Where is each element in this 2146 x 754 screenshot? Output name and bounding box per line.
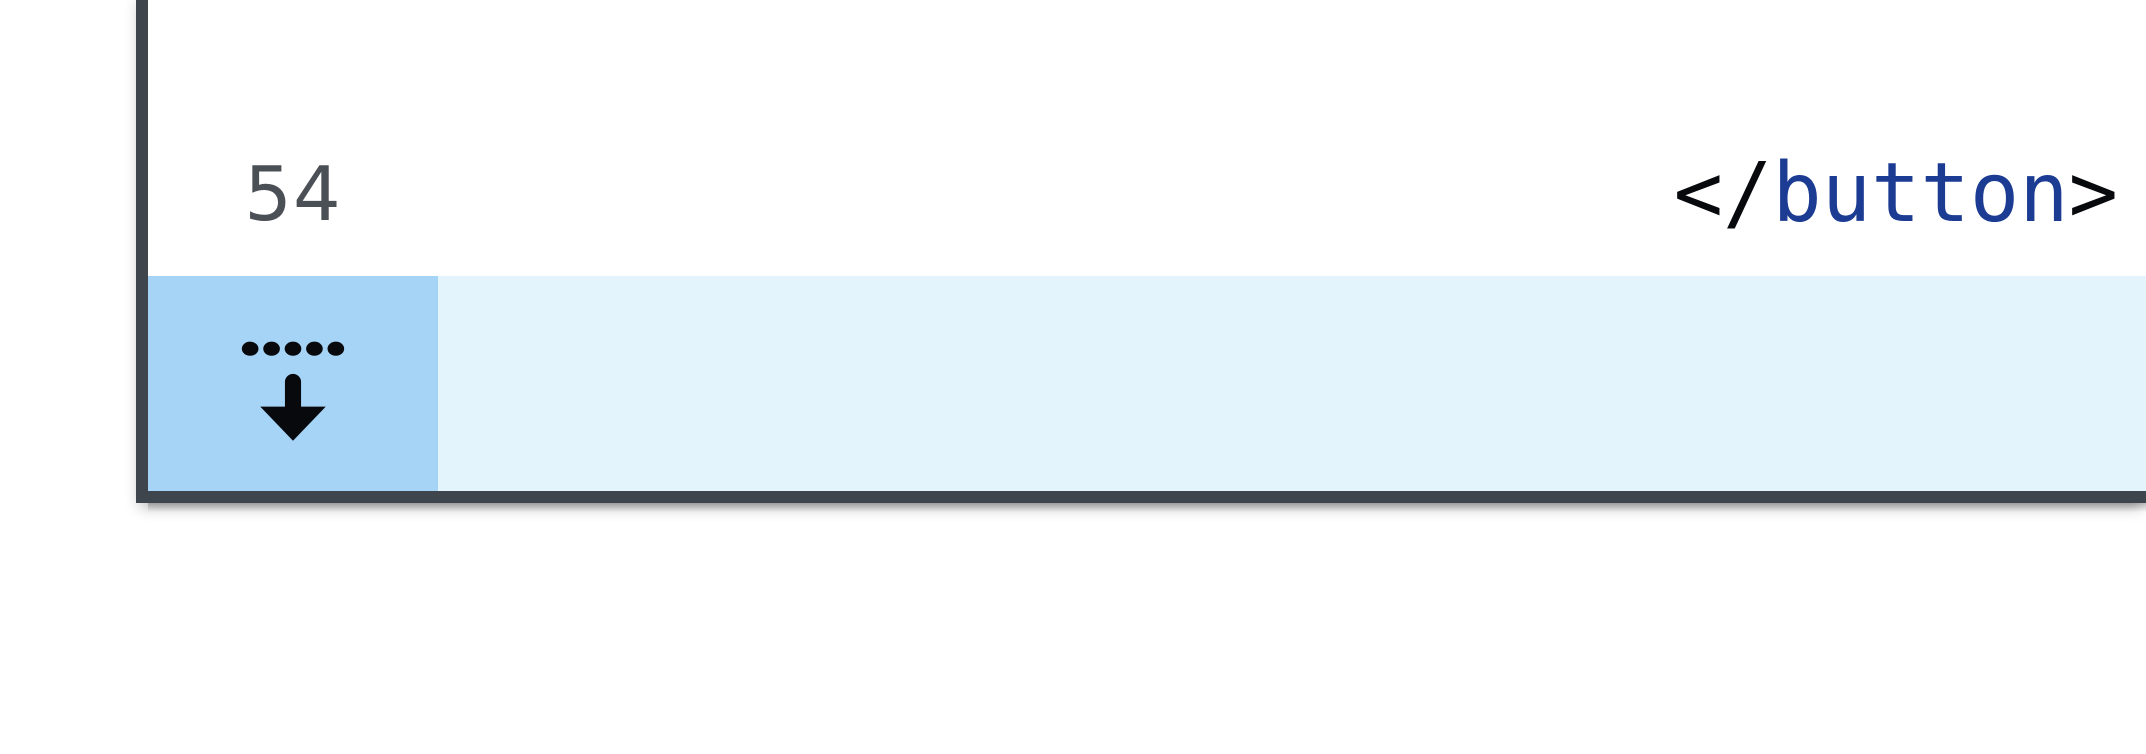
code-line-row[interactable]: 54 </button> (148, 121, 2146, 276)
move-down-icon[interactable] (230, 321, 356, 447)
code-token-open-punct: </ (1673, 145, 1773, 241)
line-number: 54 (244, 150, 342, 238)
code-token-tag-name: button (1772, 145, 2069, 241)
code-line-row-selected[interactable] (148, 276, 2146, 491)
code-token-close-punct: > (2068, 145, 2118, 241)
code-editor-panel: 54 </button> (136, 0, 2146, 503)
code-editor-lines: 54 </button> (148, 0, 2146, 491)
code-content-cell-selected[interactable] (438, 276, 2146, 491)
gutter-cell-line-54[interactable]: 54 (148, 121, 438, 276)
gutter-cell-selected[interactable] (148, 276, 438, 491)
code-content-cell[interactable]: </button> (438, 121, 2146, 276)
panel-drop-shadow (148, 503, 2146, 512)
code-text-line-54: </button> (1674, 152, 2118, 245)
